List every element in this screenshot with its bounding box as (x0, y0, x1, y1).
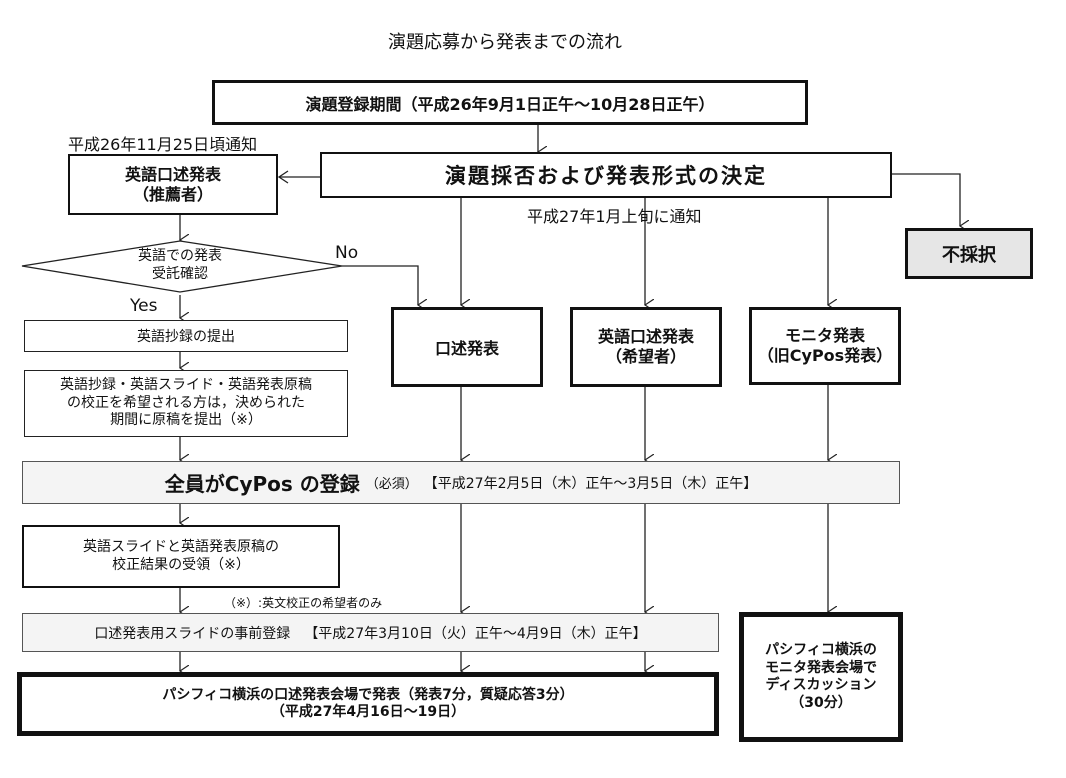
rejected-text: 不採択 (942, 244, 996, 266)
diamond-line1: 英語での発表 (138, 248, 222, 264)
arrow-decision-to-rejected (891, 173, 960, 226)
monitor-presentation-line1: モニタ発表 (784, 326, 865, 345)
rejected-box: 不採択 (905, 228, 1033, 279)
footnote: （※）:英文校正の希望者のみ (224, 596, 383, 610)
monitor-presentation-line2: （旧CyPos発表） (757, 346, 893, 365)
diamond-line2: 受託確認 (152, 265, 208, 282)
monitor-venue-box: パシフィコ横浜の モニタ発表会場で ディスカッション （30分） (739, 612, 903, 742)
monitor-presentation-box: モニタ発表 （旧CyPos発表） (749, 307, 901, 385)
decision-box: 演題採否および発表形式の決定 (320, 152, 892, 198)
arrowhead-left (277, 170, 289, 184)
monitor-venue-line2: モニタ発表会場で (765, 659, 877, 676)
oral-presentation-text: 口述発表 (434, 339, 499, 358)
monitor-venue-line4: （30分） (790, 694, 852, 711)
oral-presentation-box: 口述発表 (391, 307, 543, 387)
proofreading-request-box: 英語抄録・英語スライド・英語発表原稿 の校正を希望される方は，決められた 期間に… (24, 370, 348, 437)
decision-diamond-shape (21, 240, 343, 293)
registration-period-box: 演題登録期間（平成26年9月1日正午～10月28日正午） (212, 80, 808, 125)
diamond-no-label: No (335, 243, 359, 263)
proofreading-request-line3: 期間に原稿を提出（※） (110, 412, 262, 429)
english-oral-recommended-line2: （推薦者） (132, 184, 213, 204)
english-oral-applicant-line1: 英語口述発表 (597, 327, 694, 346)
arrow-diamond-no-to-oral (342, 265, 418, 305)
registration-period-text: 演題登録期間（平成26年9月1日正午～10月28日正午） (305, 94, 715, 114)
english-abstract-text: 英語抄録の提出 (137, 329, 235, 345)
cypos-registration-box: 全員がCyPos の登録 （必須） 【平成27年2月5日（木）正午～3月5日（木… (22, 461, 900, 504)
english-oral-recommended-line1: 英語口述発表 (124, 164, 221, 184)
oral-venue-line1: パシフィコ横浜の口述発表会場で発表（発表7分，質疑応答3分） (162, 686, 574, 703)
cypos-registration-period: 【平成27年2月5日（木）正午～3月5日（木）正午】 (423, 475, 758, 492)
page-title: 演題応募から発表までの流れ (388, 32, 622, 53)
english-oral-recommended-box: 英語口述発表 （推薦者） (68, 154, 278, 215)
proofreading-result-line2: 校正結果の受領（※） (112, 556, 250, 573)
diamond-yes-label: Yes (130, 296, 158, 316)
proofreading-request-line1: 英語抄録・英語スライド・英語発表原稿 (60, 377, 312, 394)
oral-venue-box: パシフィコ横浜の口述発表会場で発表（発表7分，質疑応答3分） （平成27年4月1… (17, 672, 719, 736)
oral-venue-line2: （平成27年4月16日～19日） (270, 704, 466, 720)
slide-preregistration-period: 【平成27年3月10日（火）正午～4月9日（木）正午】 (304, 625, 647, 642)
decision-text: 演題採否および発表形式の決定 (445, 164, 767, 188)
english-oral-applicant-line2: （希望者） (605, 347, 686, 366)
notice-january: 平成27年1月上旬に通知 (527, 207, 702, 226)
slide-preregistration-box: 口述発表用スライドの事前登録 【平成27年3月10日（火）正午～4月9日（木）正… (22, 613, 719, 652)
slide-preregistration-main: 口述発表用スライドの事前登録 (94, 625, 291, 642)
english-oral-applicant-box: 英語口述発表 （希望者） (570, 307, 722, 387)
notice-november: 平成26年11月25日頃通知 (68, 135, 258, 154)
cypos-registration-required: （必須） (365, 477, 418, 492)
diamond-text: 英語での発表 受託確認 (100, 248, 260, 283)
proofreading-request-line2: の校正を希望される方は，決められた (67, 394, 305, 411)
monitor-venue-line1: パシフィコ横浜の (765, 642, 877, 658)
monitor-venue-line3: ディスカッション (765, 677, 877, 693)
english-abstract-box: 英語抄録の提出 (24, 320, 348, 352)
proofreading-result-line1: 英語スライドと英語発表原稿の (83, 539, 279, 555)
proofreading-result-box: 英語スライドと英語発表原稿の 校正結果の受領（※） (22, 525, 340, 588)
cypos-registration-main: 全員がCyPos の登録 (164, 472, 360, 496)
